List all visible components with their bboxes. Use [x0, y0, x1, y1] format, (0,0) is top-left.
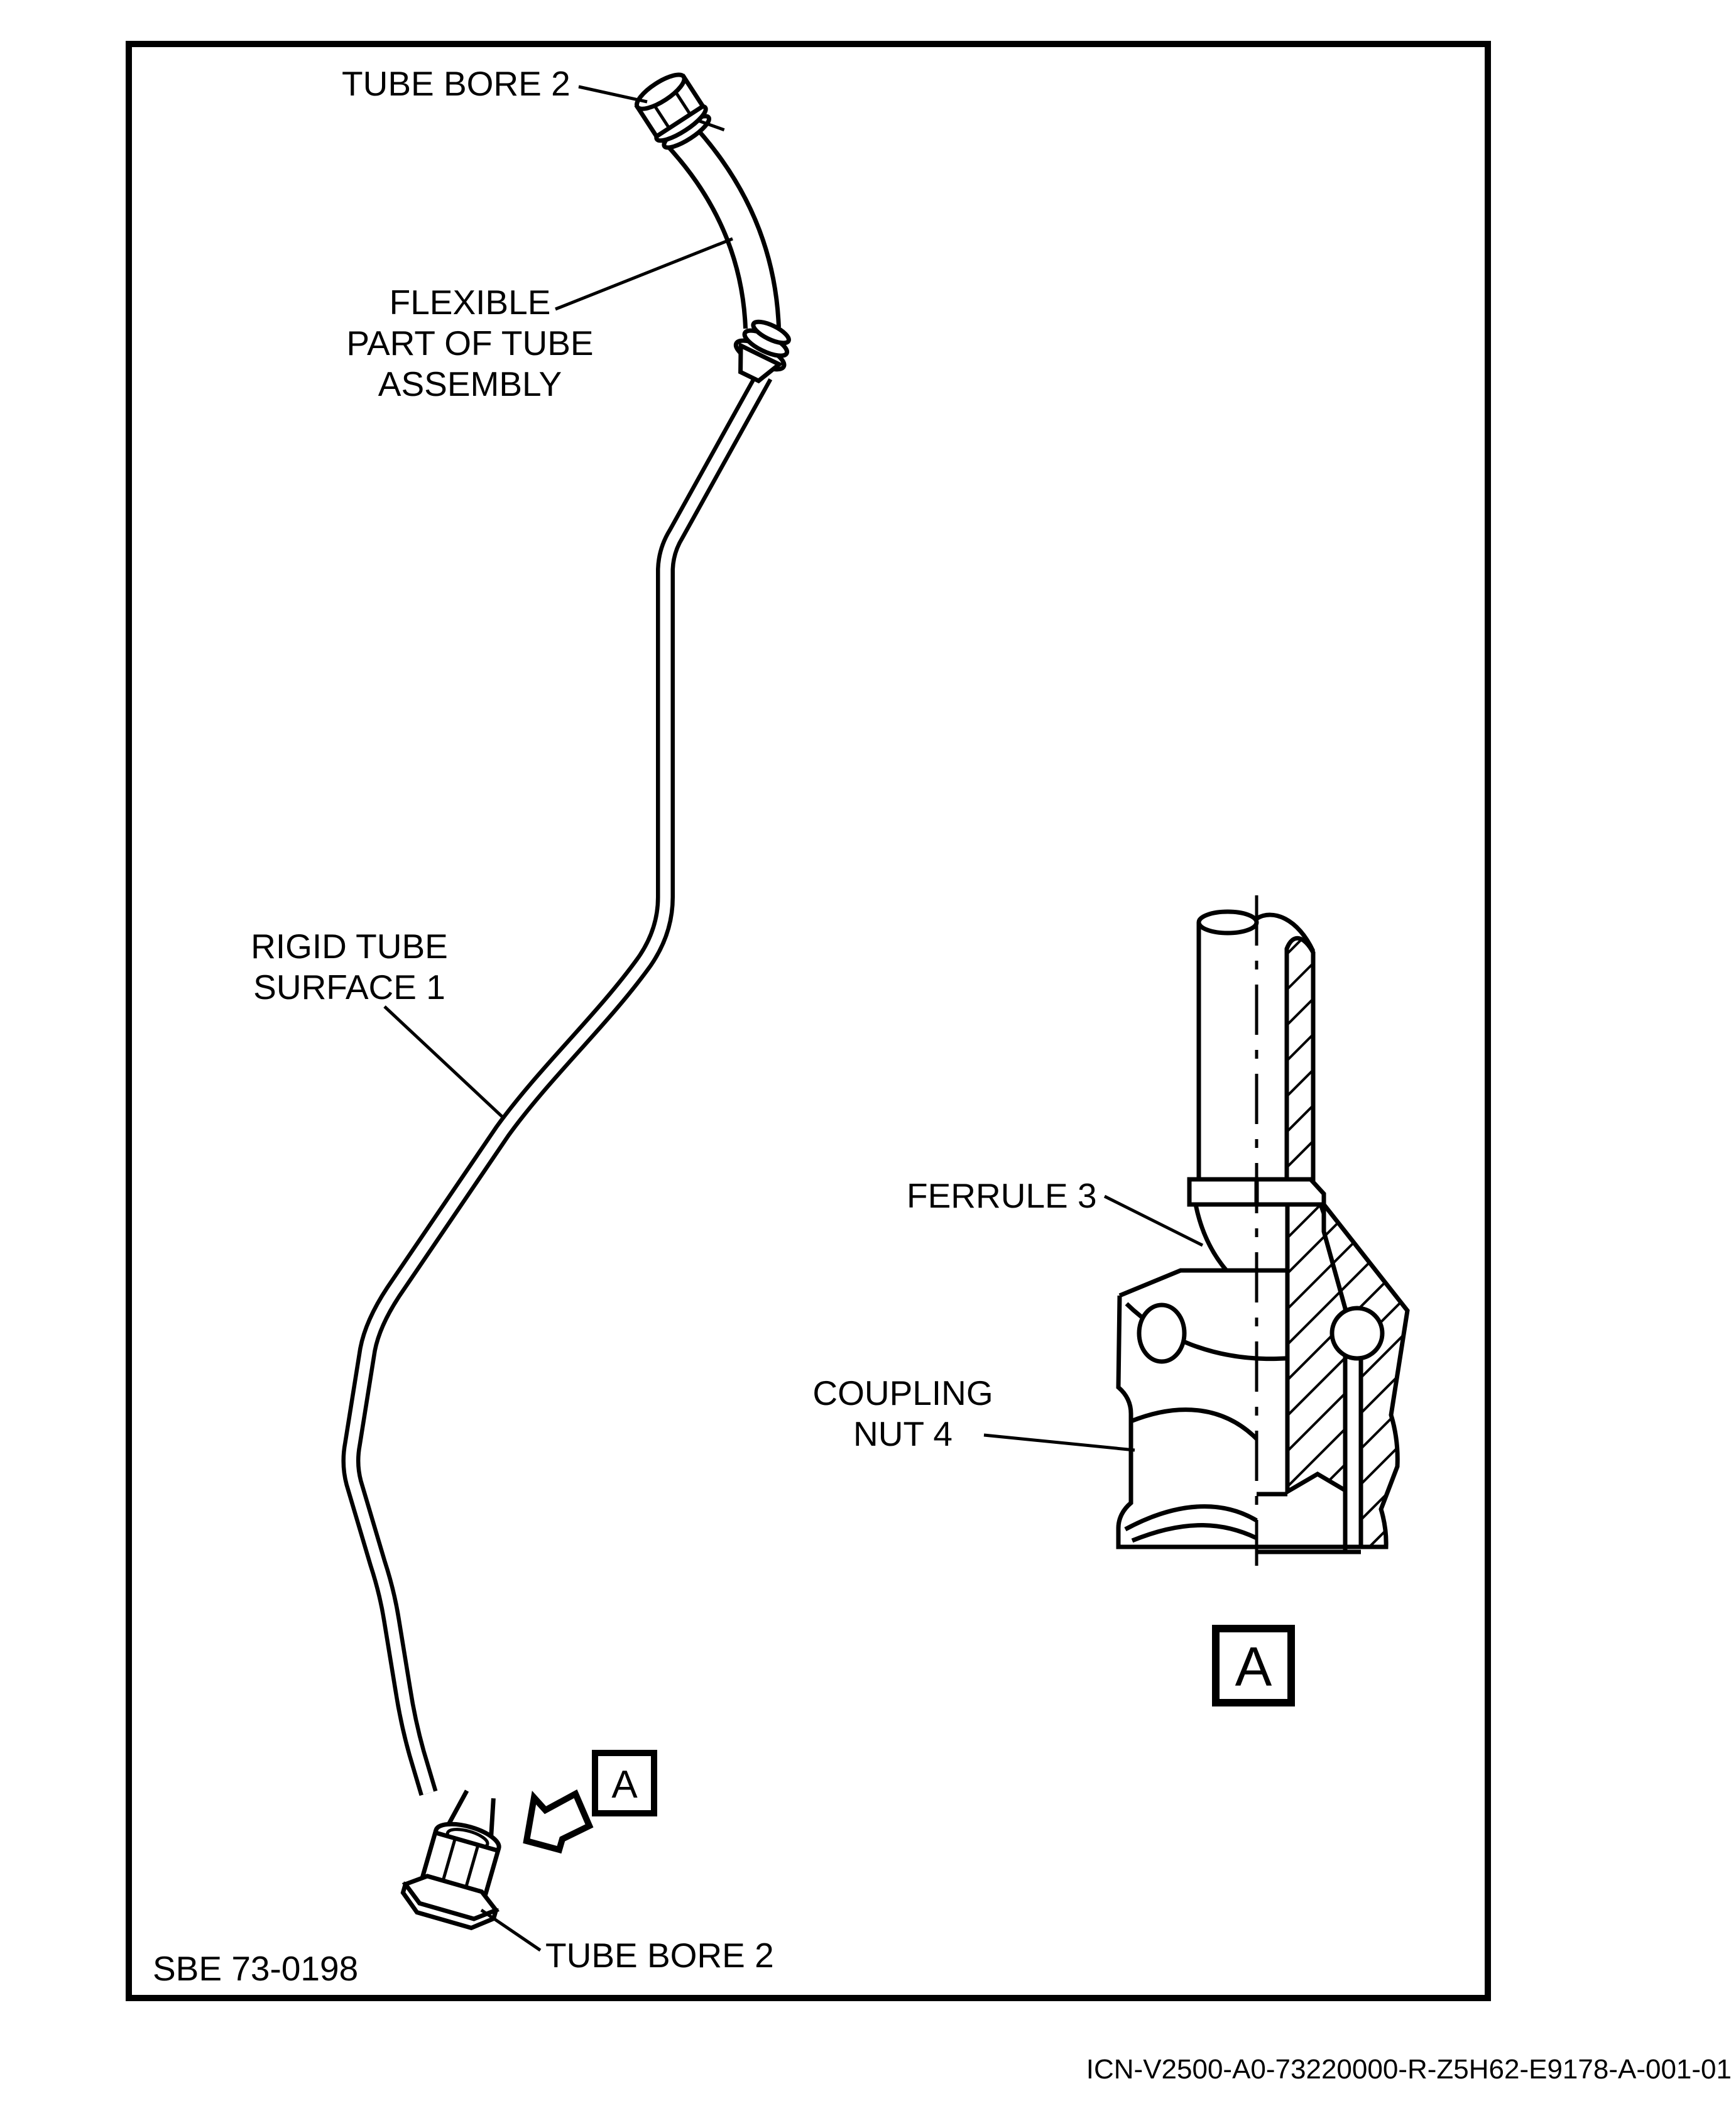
tube-bore-bottom-label: TUBE BORE 2: [545, 1936, 774, 1975]
flexible-part-label-line3: ASSEMBLY: [378, 364, 562, 403]
tube-wall-section: [1284, 936, 1316, 1182]
wire-hole-section: [1329, 1306, 1385, 1361]
top-fitting-cap: [635, 72, 687, 111]
icn-number: ICN-V2500-A0-73220000-R-Z5H62-E9178-A-00…: [1086, 2054, 1732, 2085]
wire-hole-front: [1137, 1302, 1187, 1364]
hose-collar: [733, 319, 791, 384]
flexible-part-label-line1: FLEXIBLE: [390, 283, 551, 322]
bottom-fitting: [400, 1789, 501, 1931]
ferrule-cone-edge: [1193, 1204, 1228, 1272]
tube-bore-top-label: TUBE BORE 2: [342, 64, 570, 103]
coupling-nut-label-line2: NUT 4: [853, 1414, 953, 1453]
rigid-tube-label-line2: SURFACE 1: [253, 968, 445, 1007]
coupling-nut-leader: [983, 1433, 1135, 1452]
tube-bore-top-leader: [578, 85, 648, 104]
view-direction-arrow-icon: [523, 1789, 594, 1854]
coupling-nut-outline: [1116, 1295, 1386, 1549]
drawing-border: [126, 41, 1491, 2001]
detail-a-marker-letter: A: [611, 1763, 638, 1806]
detail-a-title-letter: A: [1235, 1635, 1272, 1698]
detail-a-marker-box: [592, 1750, 657, 1816]
tube-bore-bottom-leader: [480, 1908, 542, 1952]
top-fitting: [634, 72, 725, 150]
coupling-nut-label-line1: COUPLING: [812, 1373, 993, 1412]
rigid-tube-leader: [383, 1005, 504, 1118]
tube-end-ellipse: [1196, 909, 1259, 936]
figure-number: SBE 73-0198: [153, 1949, 358, 1988]
flexible-hose: [662, 117, 781, 329]
rigid-tube-label-line1: RIGID TUBE: [251, 927, 448, 966]
flexible-part-label-line2: PART OF TUBE: [346, 324, 593, 363]
detail-view-a: FERRULE 3 COUPLING NUT 4 A: [812, 895, 1410, 1706]
tube-assembly-view: TUBE BORE 2 FLEXIBLE PART OF TUBE ASSEMB…: [251, 64, 791, 1975]
detail-a-title-box: [1212, 1625, 1295, 1706]
ferrule-leader: [1103, 1194, 1204, 1247]
flexible-part-leader: [555, 237, 733, 311]
ferrule-label: FERRULE 3: [907, 1176, 1097, 1215]
rigid-tube: [341, 371, 773, 1796]
bottom-fitting-flange: [401, 1874, 500, 1921]
